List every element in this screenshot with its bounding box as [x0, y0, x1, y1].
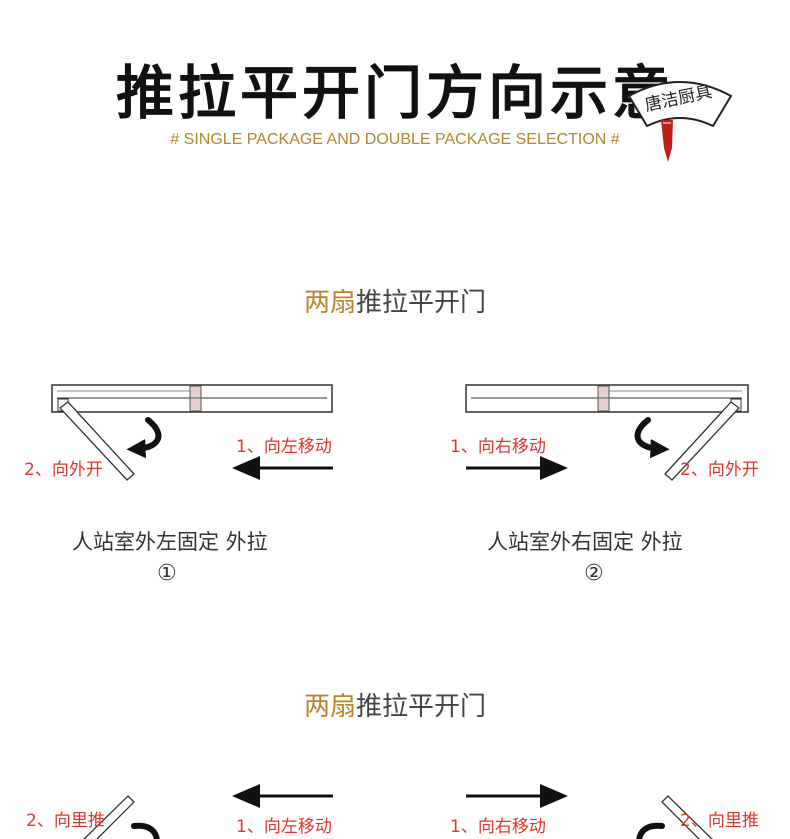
- section-title-rest: 推拉平开门: [356, 288, 487, 318]
- door-diagram-3: [83, 784, 333, 839]
- swing-arrow-icon: [126, 417, 162, 459]
- caption-right-fixed: 人站室外右固定 外拉: [487, 530, 683, 554]
- brand-seal-logo: [627, 81, 733, 162]
- door-diagram-4: [466, 784, 713, 839]
- push-in-label: 2、向里推: [680, 811, 759, 831]
- arrow-right-icon: [540, 456, 568, 480]
- move-right-label: 1、向右移动: [450, 817, 546, 837]
- page-title: 推拉平开门方向示意: [115, 59, 674, 127]
- caption-left-fixed: 人站室外左固定 外拉: [72, 530, 268, 554]
- swing-arrow-icon: [634, 417, 670, 459]
- move-left-label: 1、向左移动: [236, 437, 332, 457]
- section-title-rest: 推拉平开门: [356, 692, 487, 722]
- open-out-label: 2、向外开: [680, 460, 759, 480]
- open-out-label: 2、向外开: [24, 460, 103, 480]
- arrow-left-icon: [232, 784, 260, 808]
- section-title-highlight: 两扇: [303, 288, 356, 318]
- arrow-right-icon: [540, 784, 568, 808]
- arrow-left-icon: [232, 456, 260, 480]
- push-in-label: 2、向里推: [26, 811, 105, 831]
- move-right-label: 1、向右移动: [450, 437, 546, 457]
- door-diagram-1: [51, 384, 333, 481]
- section-title-1: 两扇推拉平开门: [0, 282, 790, 319]
- door-diagram-2: [465, 384, 749, 481]
- section-title-highlight: 两扇: [303, 692, 356, 722]
- diagram-number-1: ①: [157, 561, 177, 586]
- diagram-number-2: ②: [584, 561, 604, 586]
- move-left-label: 1、向左移动: [236, 817, 332, 837]
- section-title-2: 两扇推拉平开门: [0, 686, 790, 723]
- page-subtitle: # SINGLE PACKAGE AND DOUBLE PACKAGE SELE…: [170, 131, 620, 148]
